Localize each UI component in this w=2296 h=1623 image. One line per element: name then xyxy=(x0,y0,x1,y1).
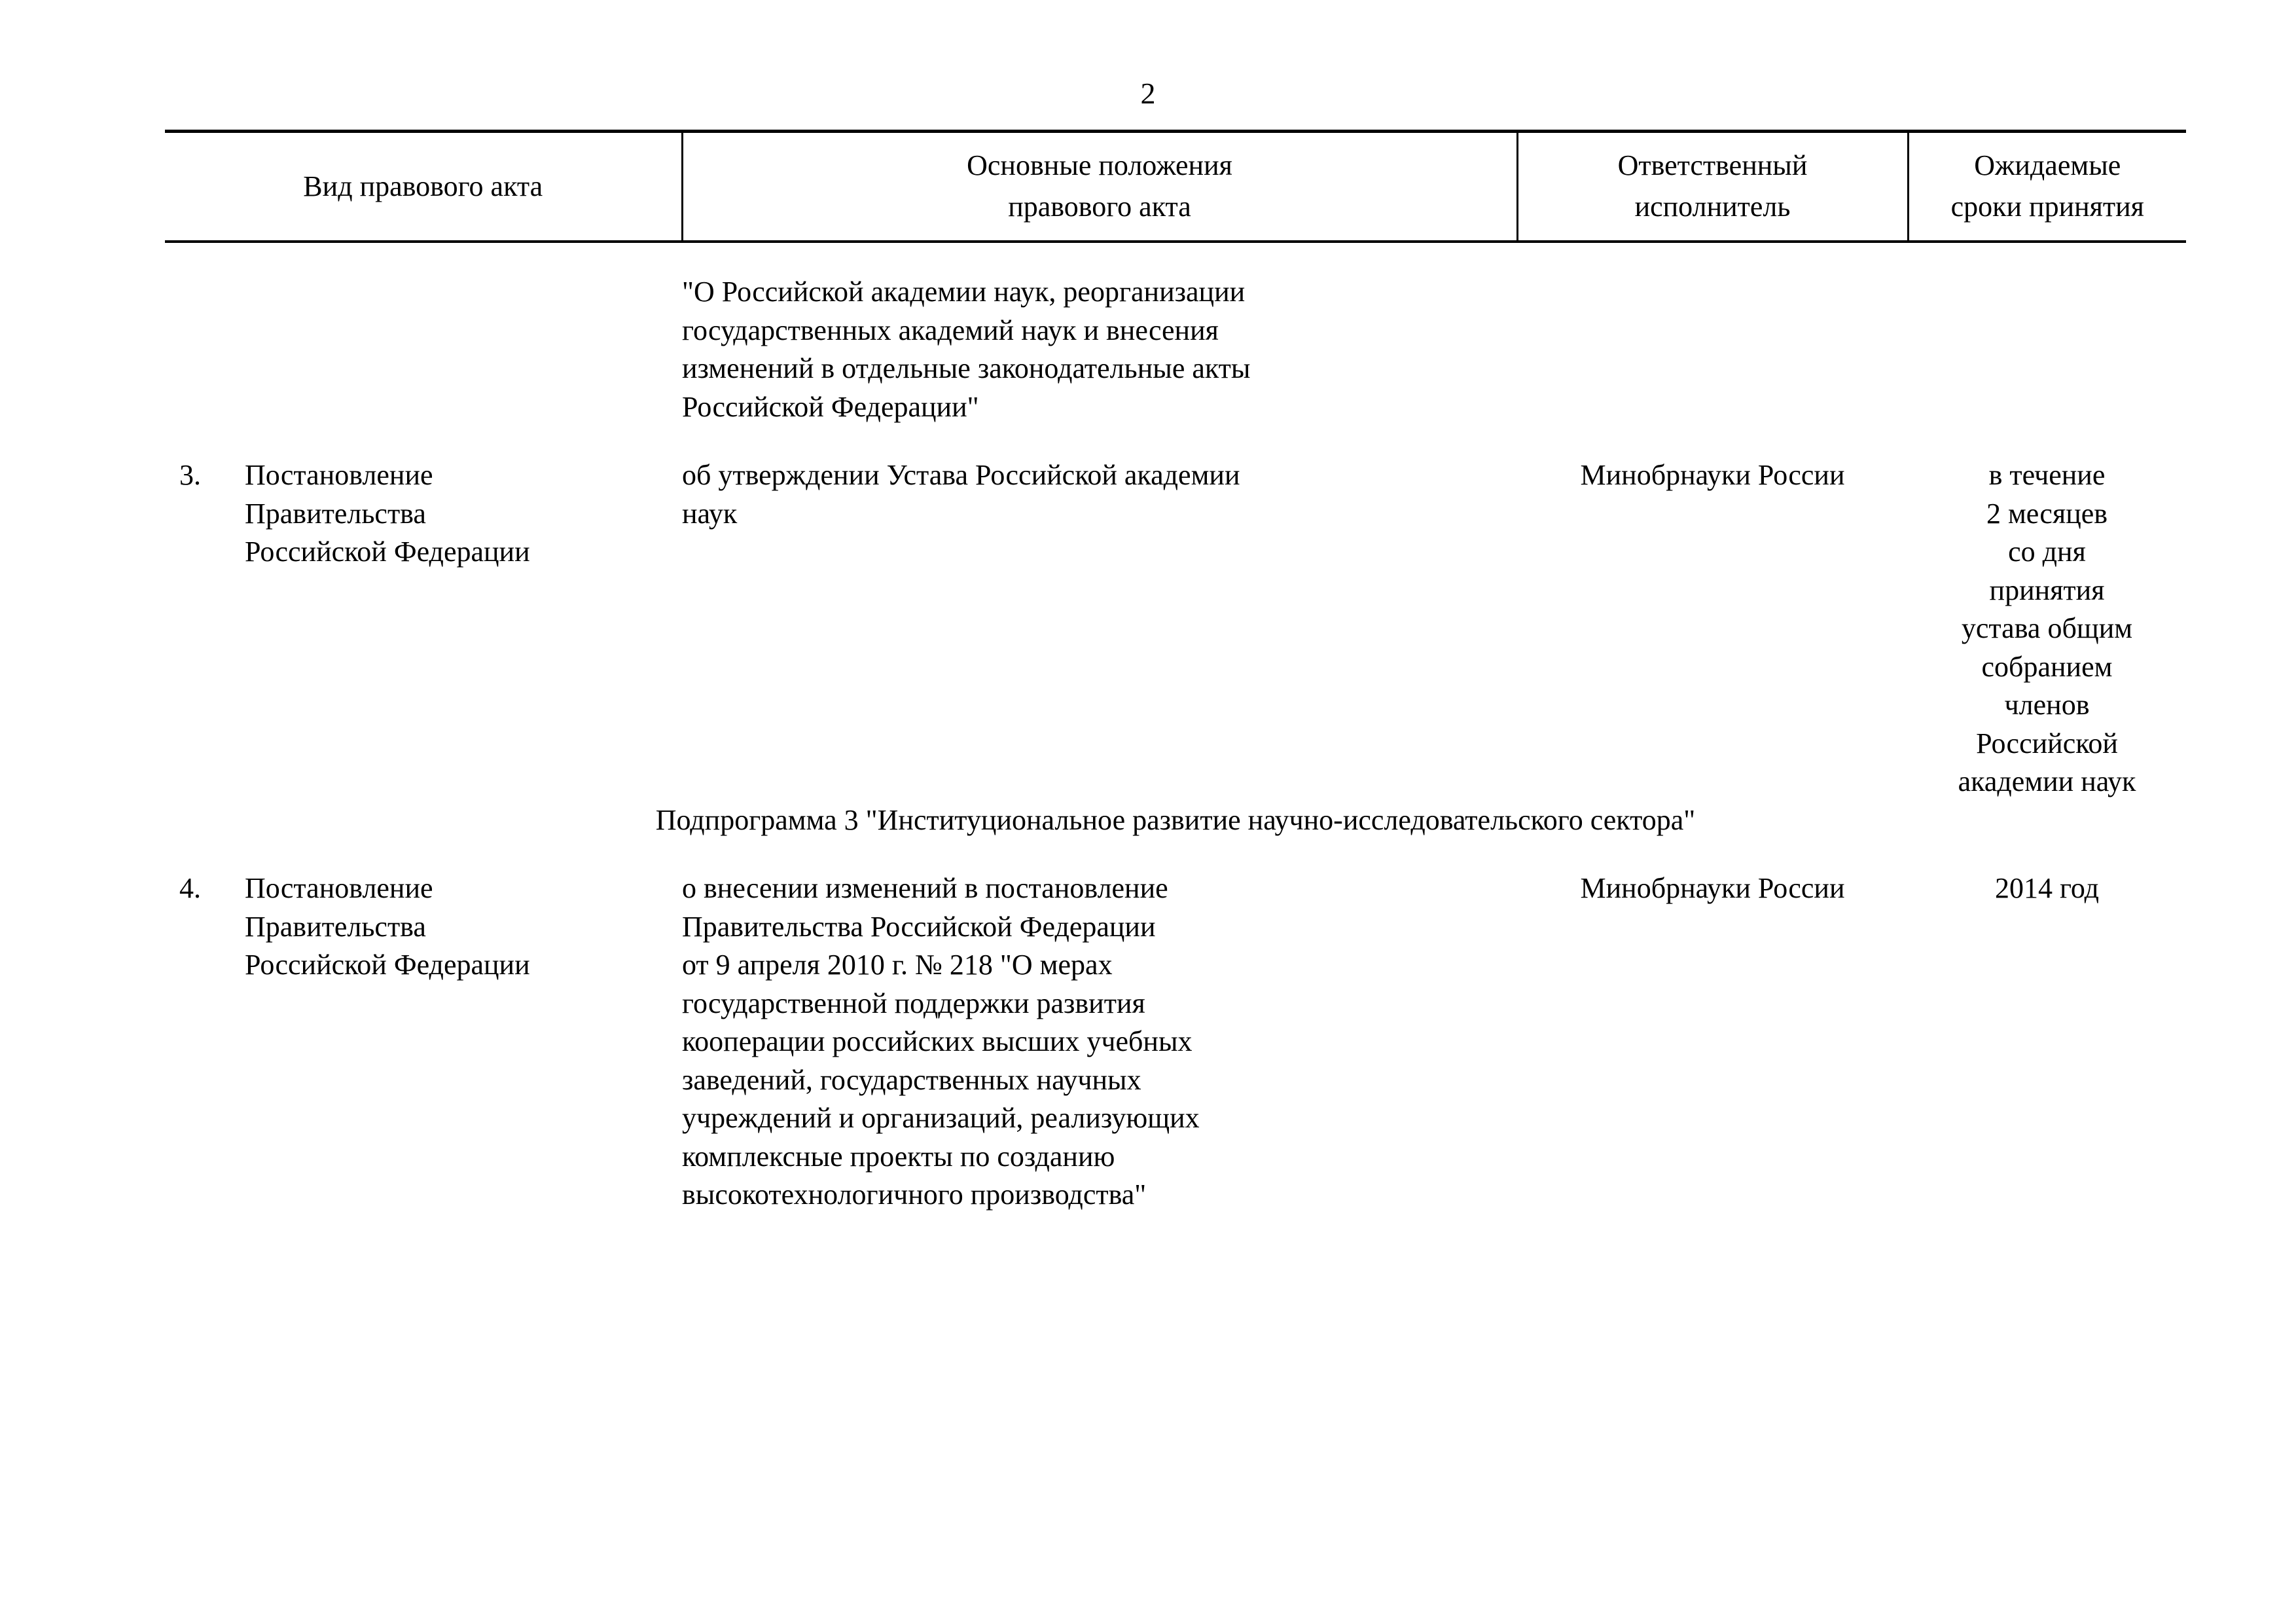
provisions-line: от 9 апреля 2010 г. № 218 "О мерах xyxy=(682,949,1113,981)
cell-act-type xyxy=(165,273,682,426)
table-row: "О Российской академии наук, реорганизац… xyxy=(165,273,2186,426)
act-type-line: Постановление xyxy=(245,459,433,492)
deadline-line: членов xyxy=(2004,689,2090,721)
cell-executor: Минобрнауки России xyxy=(1517,456,1908,801)
deadline-text: в течение 2 месяцев со дня принятия уста… xyxy=(1908,456,2186,801)
column-header-act-type: Вид правового акта xyxy=(165,130,682,243)
deadline-line: со дня xyxy=(2008,536,2086,568)
table-body: "О Российской академии наук, реорганизац… xyxy=(165,242,2186,1214)
column-header-act-type-line-1: Вид правового акта xyxy=(303,170,543,202)
column-header-deadline-line-1: Ожидаемые xyxy=(1974,149,2121,182)
table-header-row: Вид правового акта Основные положения пр… xyxy=(165,130,2186,243)
table-row: 4. Постановление Правительства Российско… xyxy=(165,869,2186,1214)
cell-provisions: "О Российской академии наук, реорганизац… xyxy=(682,273,1517,426)
cell-act-type: 3. Постановление Правительства Российско… xyxy=(165,456,682,801)
act-type-block: 3. Постановление Правительства Российско… xyxy=(165,456,682,572)
column-header-deadline-line-2: сроки принятия xyxy=(1950,191,2144,223)
row-gap-cell-1 xyxy=(165,839,682,869)
provisions-line: "О Российской академии наук, реорганизац… xyxy=(682,276,1246,308)
row-gap-cell-2 xyxy=(682,839,1517,869)
deadline-line: 2 месяцев xyxy=(1986,497,2108,530)
column-header-executor-line-1: Ответственный xyxy=(1617,149,1808,182)
provisions-line: заведений, государственных научных xyxy=(682,1063,1141,1096)
column-header-provisions-line-2: правового акта xyxy=(1008,191,1191,223)
deadline-text: 2014 год xyxy=(1908,869,2186,908)
act-type-line: Постановление xyxy=(245,872,433,905)
act-type-line: Российской Федерации xyxy=(245,949,530,981)
header-gap-cell-1 xyxy=(165,242,682,273)
subprogram-row: Подпрограмма 3 "Институциональное развит… xyxy=(165,801,2186,840)
row-gap-cell-4 xyxy=(1908,426,2186,456)
provisions-line: об утверждении Устава Российской академи… xyxy=(682,459,1240,492)
provisions-text: об утверждении Устава Российской академи… xyxy=(682,456,1517,533)
act-type-block: 4. Постановление Правительства Российско… xyxy=(165,869,682,985)
header-gap-cell-2 xyxy=(682,242,1517,273)
header-gap-cell-4 xyxy=(1908,242,2186,273)
act-type-line: Правительства xyxy=(245,497,426,530)
legal-acts-table: Вид правового акта Основные положения пр… xyxy=(165,130,2186,1214)
provisions-line: кооперации российских высших учебных xyxy=(682,1025,1193,1058)
provisions-text: "О Российской академии наук, реорганизац… xyxy=(682,273,1517,426)
page-number: 2 xyxy=(1140,77,1156,110)
provisions-text: о внесении изменений в постановление Пра… xyxy=(682,869,1517,1214)
deadline-line: принятия xyxy=(1989,574,2105,606)
executor-text: Минобрнауки России xyxy=(1580,459,1845,492)
cell-executor xyxy=(1517,273,1908,426)
executor-text: Минобрнауки России xyxy=(1580,872,1845,905)
cell-deadline xyxy=(1908,273,2186,426)
cell-executor: Минобрнауки России xyxy=(1517,869,1908,1214)
column-header-executor: Ответственный исполнитель xyxy=(1516,130,1908,243)
header-gap-cell-3 xyxy=(1517,242,1908,273)
cell-act-type: 4. Постановление Правительства Российско… xyxy=(165,869,682,1214)
act-type-line: Российской Федерации xyxy=(245,536,530,568)
row-gap-cell-3 xyxy=(1517,426,1908,456)
row-gap-cell-3 xyxy=(1517,839,1908,869)
provisions-line: изменений в отдельные законодательные ак… xyxy=(682,352,1251,385)
row-gap-cell-4 xyxy=(1908,839,2186,869)
row-number: 4. xyxy=(179,872,201,905)
act-type-line: Правительства xyxy=(245,910,426,943)
deadline-line: академии наук xyxy=(1958,765,2136,798)
provisions-line: о внесении изменений в постановление xyxy=(682,872,1168,905)
deadline-line: устава общим xyxy=(1961,612,2133,645)
provisions-line: наук xyxy=(682,497,738,530)
provisions-line: Российской Федерации" xyxy=(682,390,979,423)
deadline-line: 2014 год xyxy=(1994,872,2100,905)
deadline-line: Российской xyxy=(1976,727,2118,759)
deadline-line: в течение xyxy=(1988,459,2106,492)
deadline-line: собранием xyxy=(1981,650,2113,683)
provisions-line: учреждений и организаций, реализующих xyxy=(682,1102,1200,1135)
row-gap-cell-2 xyxy=(682,426,1517,456)
cell-deadline: 2014 год xyxy=(1908,869,2186,1214)
act-type-text: Постановление Правительства Российской Ф… xyxy=(245,869,682,985)
cell-deadline: в течение 2 месяцев со дня принятия уста… xyxy=(1908,456,2186,801)
provisions-line: государственных академий наук и внесения xyxy=(682,314,1219,346)
provisions-line: Правительства Российской Федерации xyxy=(682,910,1156,943)
table-row: 3. Постановление Правительства Российско… xyxy=(165,456,2186,801)
row-gap-cell-1 xyxy=(165,426,682,456)
table-header: Вид правового акта Основные положения пр… xyxy=(165,130,2186,243)
row-gap-row xyxy=(165,426,2186,456)
row-gap-row xyxy=(165,839,2186,869)
cell-provisions: об утверждении Устава Российской академи… xyxy=(682,456,1517,801)
column-header-executor-line-2: исполнитель xyxy=(1634,191,1791,223)
column-header-provisions-line-1: Основные положения xyxy=(967,149,1232,182)
column-header-deadline: Ожидаемые сроки принятия xyxy=(1907,130,2186,243)
column-header-provisions: Основные положения правового акта xyxy=(681,130,1517,243)
provisions-line: государственной поддержки развития xyxy=(682,987,1145,1019)
act-type-text: Постановление Правительства Российской Ф… xyxy=(245,456,682,572)
provisions-line: комплексные проекты по созданию xyxy=(682,1140,1115,1173)
row-number: 3. xyxy=(179,459,201,492)
provisions-line: высокотехнологичного производства" xyxy=(682,1178,1147,1211)
subprogram-heading: Подпрограмма 3 "Институциональное развит… xyxy=(655,803,1696,836)
cell-provisions: о внесении изменений в постановление Пра… xyxy=(682,869,1517,1214)
header-gap-row xyxy=(165,242,2186,273)
